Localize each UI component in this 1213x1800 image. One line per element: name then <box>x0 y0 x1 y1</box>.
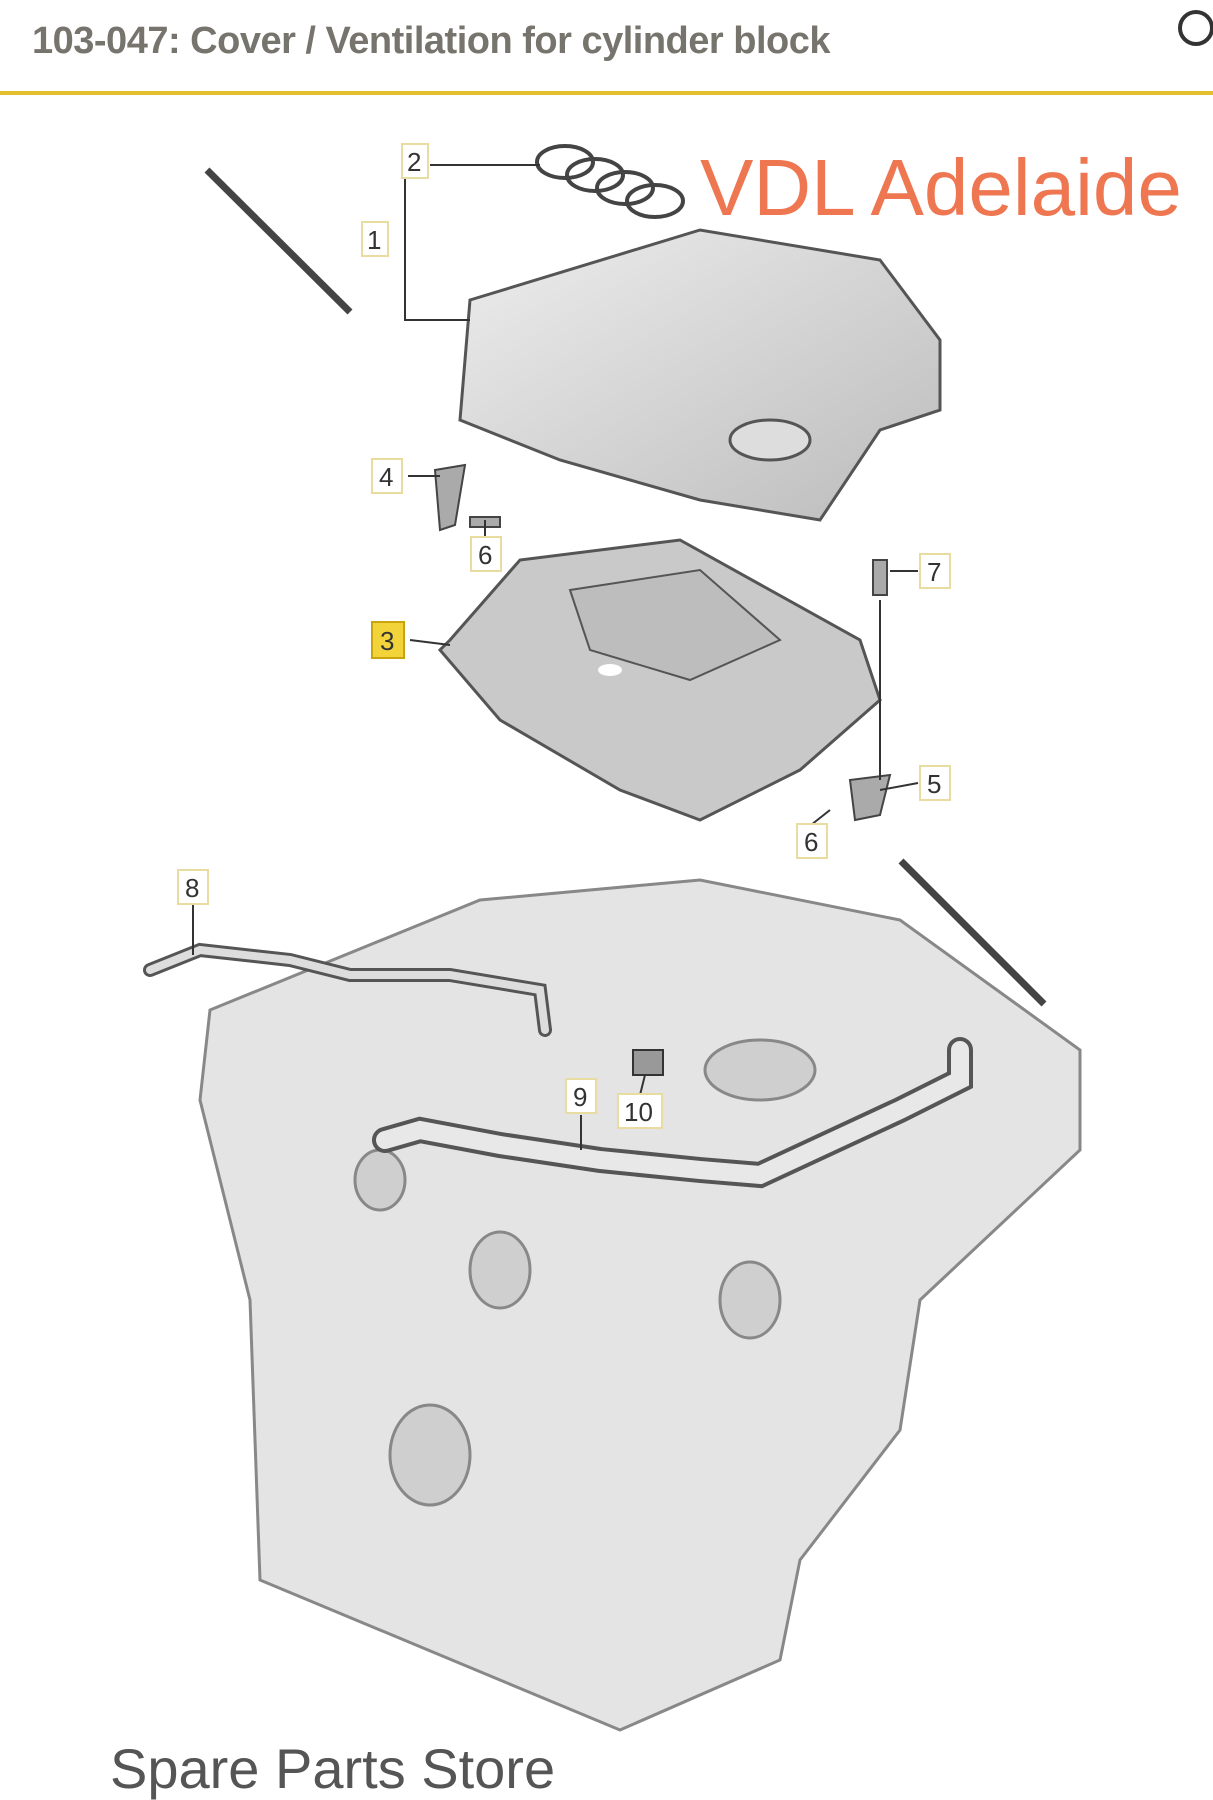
callout-6[interactable]: 6 <box>470 536 502 572</box>
callout-9[interactable]: 9 <box>565 1078 597 1114</box>
svg-text:1: 1 <box>367 225 381 255</box>
callout-4[interactable]: 4 <box>371 458 403 494</box>
callout-10[interactable]: 10 <box>617 1093 663 1129</box>
bracket-part-4 <box>433 463 467 532</box>
search-icon[interactable] <box>1178 10 1213 46</box>
bracket-part-5 <box>848 773 892 822</box>
svg-text:7: 7 <box>927 557 941 587</box>
header: 103-047: Cover / Ventilation for cylinde… <box>0 0 1213 92</box>
callout-1[interactable]: 1 <box>361 221 389 257</box>
svg-text:5: 5 <box>927 769 941 799</box>
clip-part-7 <box>872 559 888 596</box>
callout-6[interactable]: 6 <box>796 823 828 859</box>
valve-part-10 <box>632 1049 664 1076</box>
callout-8[interactable]: 8 <box>177 869 209 905</box>
page-title: 103-047: Cover / Ventilation for cylinde… <box>32 20 831 62</box>
callout-5[interactable]: 5 <box>919 765 951 801</box>
header-divider <box>0 91 1213 95</box>
svg-text:6: 6 <box>478 540 492 570</box>
svg-text:2: 2 <box>407 147 421 177</box>
svg-text:3: 3 <box>380 626 394 656</box>
engine-block <box>198 878 1082 1732</box>
decor-line <box>898 858 1047 1007</box>
parts-diagram: 1 2 3 4 5 6 6 7 8 9 10 VDL Adelaide Spar… <box>110 143 1182 1800</box>
svg-text:8: 8 <box>185 873 199 903</box>
svg-text:9: 9 <box>573 1082 587 1112</box>
decor-line <box>204 167 353 315</box>
watermark-tagline: Spare Parts Store <box>110 1737 555 1800</box>
svg-text:4: 4 <box>379 462 393 492</box>
watermark-store-name: VDL Adelaide <box>700 143 1182 232</box>
svg-text:6: 6 <box>804 827 818 857</box>
callout-2[interactable]: 2 <box>401 143 429 179</box>
insulation-cover <box>437 538 882 822</box>
emblem-rings <box>535 144 685 219</box>
callout-7[interactable]: 7 <box>919 553 951 589</box>
svg-text:10: 10 <box>624 1097 653 1127</box>
callout-3[interactable]: 3 <box>371 621 405 659</box>
engine-cover <box>458 228 942 522</box>
